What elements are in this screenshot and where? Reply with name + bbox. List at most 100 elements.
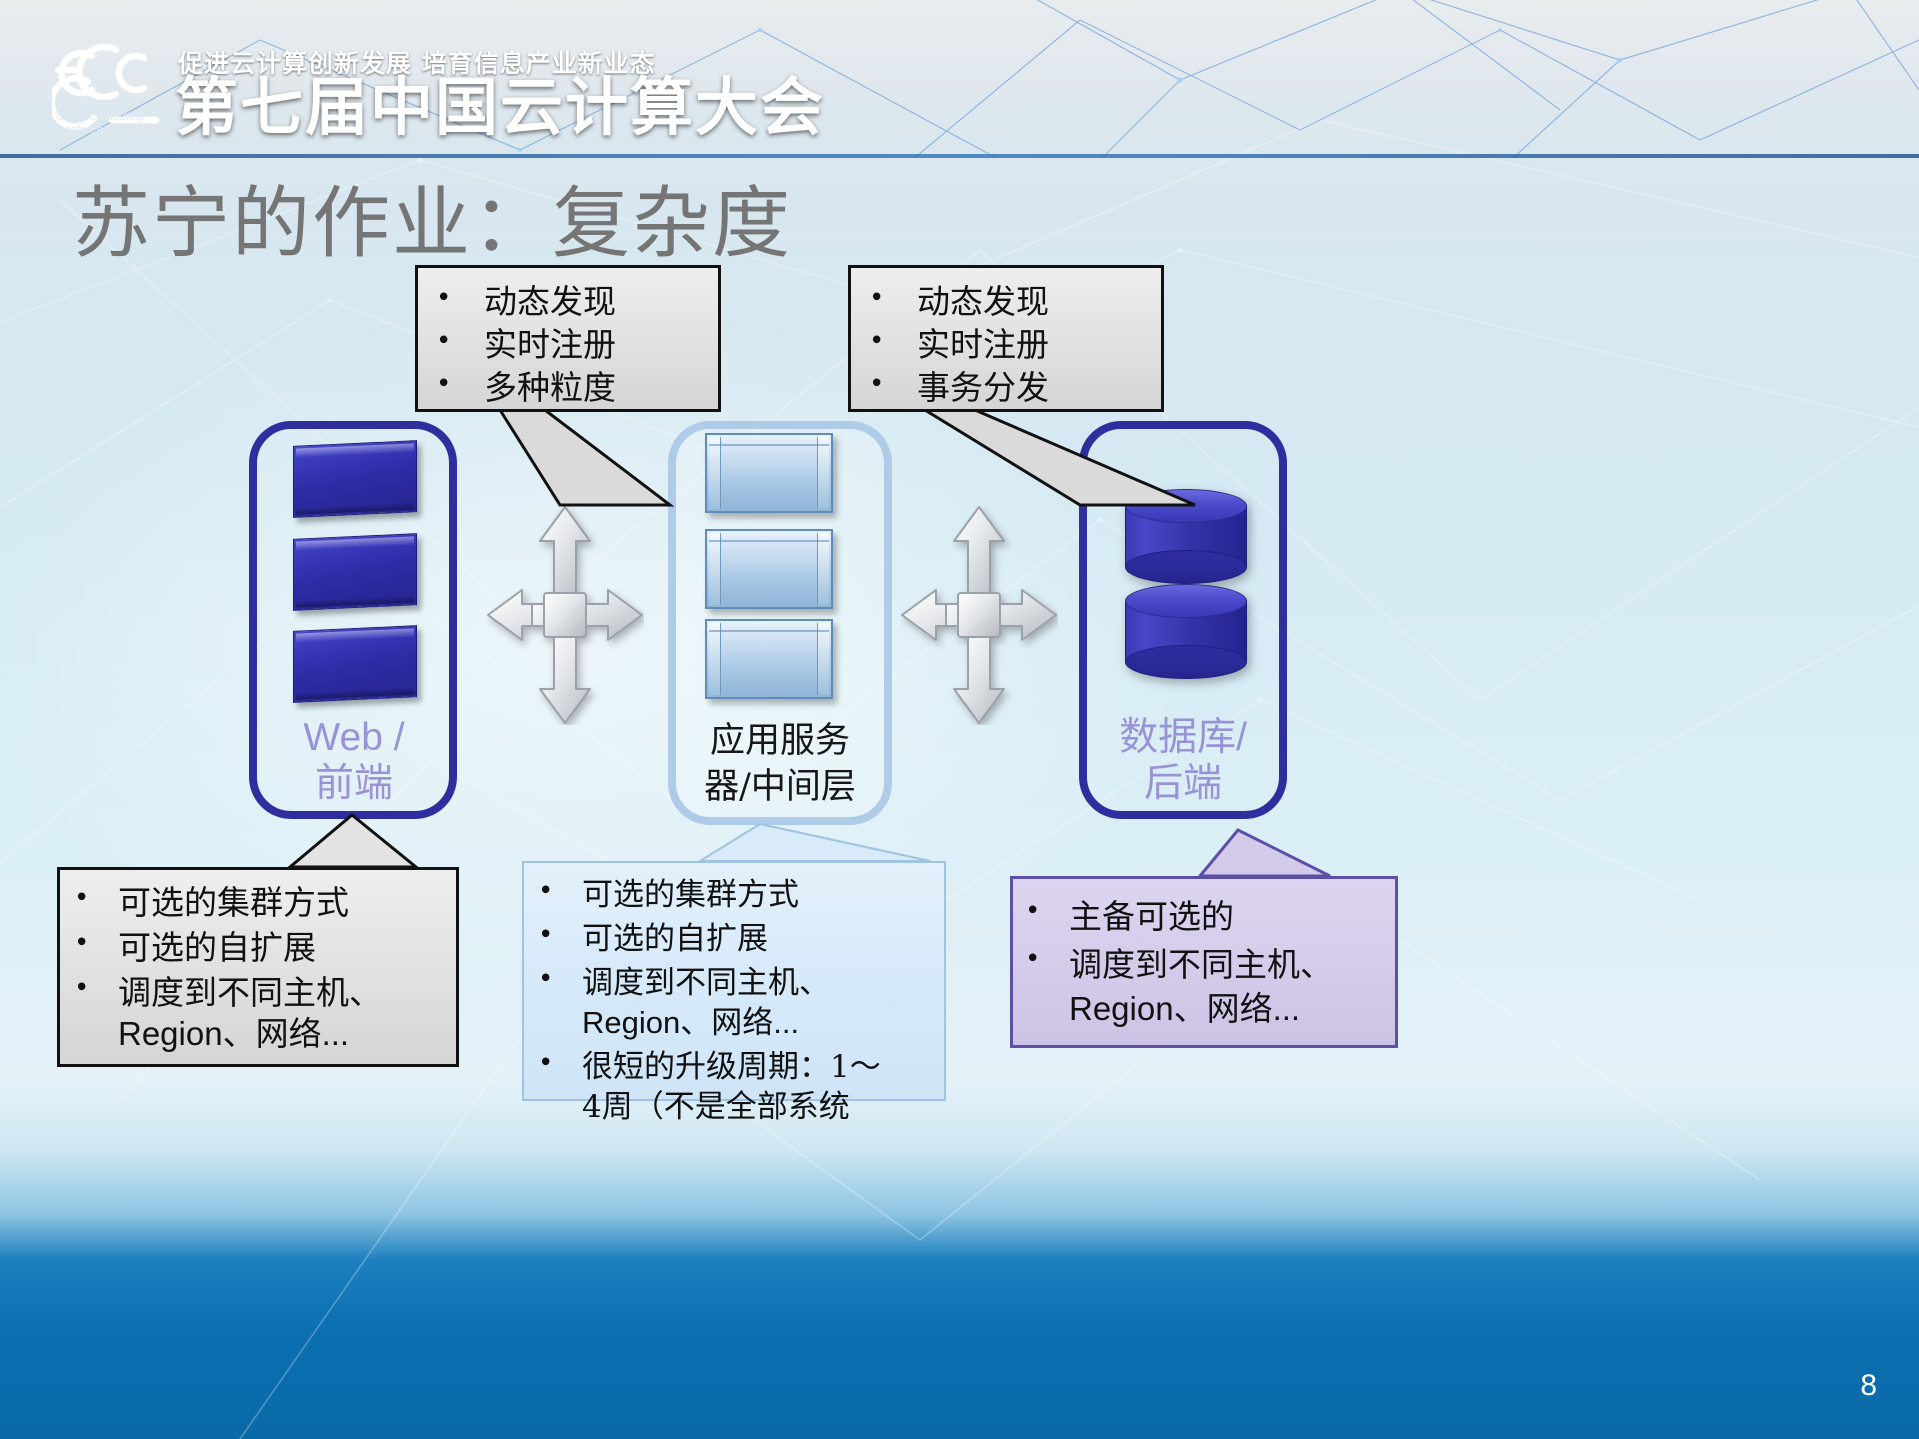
list-item: • 实时注册 — [436, 325, 718, 365]
bullet-icon: • — [436, 369, 452, 399]
list-item-label: 调度到不同主机、 Region、网络... — [118, 972, 456, 1054]
bullet-icon: • — [538, 876, 554, 906]
cylinder-bottom — [1125, 645, 1247, 679]
list-item-label: 动态发现 — [917, 282, 1049, 321]
bullet-icon: • — [74, 928, 90, 958]
callout-top-right: • 动态发现 • 实时注册 • 事务分发 — [848, 265, 1164, 412]
tier-web-label: Web / 前端 — [252, 715, 456, 807]
callout-bottom-left: • 可选的集群方式 • 可选的自扩展 • 调度到不同主机、 Region、网络.… — [57, 867, 459, 1067]
list-item-label: 可选的集群方式 — [118, 883, 349, 922]
list-item-label: 调度到不同主机、 Region、网络... — [1069, 943, 1395, 1031]
list-item: • 可选的集群方式 — [538, 875, 944, 915]
list-item-label: 调度到不同主机、 Region、网络... — [582, 963, 944, 1043]
block-right-rail — [817, 533, 829, 605]
tier-app-label-line1: 应用服务 — [709, 721, 850, 761]
callout-bottom-right-list: • 主备可选的 • 调度到不同主机、 Region、网络... — [1013, 879, 1395, 1031]
list-item-label: 实时注册 — [484, 325, 616, 364]
list-item: • 可选的自扩展 — [538, 919, 944, 959]
cylinder-bottom — [1125, 550, 1247, 584]
list-item: • 主备可选的 — [1025, 895, 1395, 939]
tier-web-label-line2: 前端 — [314, 762, 393, 805]
list-item: • 动态发现 — [436, 282, 718, 322]
list-item: • 调度到不同主机、 Region、网络... — [74, 972, 456, 1054]
list-item-label: 事务分发 — [917, 368, 1049, 407]
bullet-icon: • — [869, 283, 885, 313]
bullet-icon: • — [538, 1048, 554, 1078]
app-server-block — [705, 619, 833, 699]
ccc-logo-icon — [52, 43, 160, 130]
list-item: • 多种粒度 — [436, 368, 718, 408]
banner-divider — [0, 154, 1919, 158]
web-server-block — [293, 440, 417, 518]
list-item: • 动态发现 — [869, 282, 1161, 322]
app-server-block — [705, 433, 833, 513]
bullet-icon: • — [74, 973, 90, 1003]
list-item: • 事务分发 — [869, 368, 1161, 408]
callout-bottom-middle-list: • 可选的集群方式 • 可选的自扩展 • 调度到不同主机、 Region、网络.… — [524, 863, 944, 1127]
tier-database-label-line1: 数据库/ — [1119, 716, 1247, 759]
app-server-block — [705, 529, 833, 609]
block-top-rule — [709, 540, 829, 542]
block-top-rule — [709, 444, 829, 446]
four-way-arrow-icon — [901, 506, 1057, 724]
list-item-line2: Region、网络... — [1069, 990, 1301, 1027]
logo-subtitle-line1: The 7th China — [56, 98, 128, 110]
callout-bottom-right: • 主备可选的 • 调度到不同主机、 Region、网络... — [1010, 876, 1398, 1048]
block-right-rail — [817, 437, 829, 509]
tier-app-label-line2: 器/中间层 — [704, 767, 856, 807]
cylinder-top — [1125, 584, 1247, 618]
callout-tail-bottom-left — [285, 813, 421, 869]
block-left-rail — [709, 437, 721, 509]
list-item-label: 主备可选的 — [1069, 897, 1234, 936]
conference-banner: The 7th China Cloud Computing Conference… — [0, 0, 1919, 158]
list-item-label: 可选的自扩展 — [118, 928, 316, 967]
banner-title: 第七届中国云计算大会 — [175, 71, 825, 144]
bullet-icon: • — [1025, 896, 1041, 926]
bullet-icon: • — [436, 283, 452, 313]
logo-subtitle-line2: Cloud Computing — [56, 111, 144, 123]
callout-bottom-middle: • 可选的集群方式 • 可选的自扩展 • 调度到不同主机、 Region、网络.… — [522, 861, 946, 1125]
cylinder-top — [1125, 489, 1247, 523]
list-item-line1: 调度到不同主机、 — [1069, 945, 1333, 984]
list-item-label: 很短的升级周期：1～ 4周（不是全部系统 — [582, 1047, 944, 1127]
callout-tail-top-left — [497, 408, 675, 507]
block-left-rail — [709, 533, 721, 605]
callout-top-right-list: • 动态发现 • 实时注册 • 事务分发 — [851, 268, 1161, 408]
web-server-block — [293, 625, 417, 703]
banner-network-lines — [59, 0, 1919, 158]
bullet-icon: • — [538, 964, 554, 994]
logo-subtitle-line3: Conference — [56, 124, 115, 136]
database-cylinder-icon — [1125, 489, 1247, 584]
list-item-line1: 调度到不同主机、 — [582, 965, 830, 1001]
bullet-icon: • — [869, 326, 885, 356]
list-item-line2: Region、网络... — [582, 1005, 800, 1040]
list-item-label: 动态发现 — [484, 282, 616, 321]
bullet-icon: • — [538, 920, 554, 950]
web-server-block — [293, 533, 417, 611]
list-item-label: 可选的自扩展 — [582, 921, 768, 957]
list-item: • 可选的自扩展 — [74, 927, 456, 968]
database-cylinder-icon — [1125, 584, 1247, 679]
list-item-line1: 调度到不同主机、 — [118, 973, 382, 1012]
block-right-rail — [817, 623, 829, 695]
list-item-label: 可选的集群方式 — [582, 877, 799, 913]
list-item: • 调度到不同主机、 Region、网络... — [1025, 943, 1395, 1031]
tier-app-label: 应用服务 器/中间层 — [660, 718, 900, 810]
list-item-line1: 很短的升级周期：1～ — [582, 1049, 881, 1085]
callout-tail-bottom-right — [1196, 828, 1331, 878]
list-item: • 很短的升级周期：1～ 4周（不是全部系统 — [538, 1047, 944, 1127]
list-item-label: 多种粒度 — [484, 368, 616, 407]
list-item-line2: Region、网络... — [118, 1015, 350, 1052]
bullet-icon: • — [1025, 944, 1041, 974]
page-number: 8 — [1860, 1369, 1877, 1402]
list-item-line2: 4周（不是全部系统 — [582, 1089, 850, 1125]
logo-subtitle: The 7th China Cloud Computing Conference — [56, 98, 144, 137]
block-left-rail — [709, 623, 721, 695]
callout-top-left: • 动态发现 • 实时注册 • 多种粒度 — [415, 265, 721, 412]
list-item: • 实时注册 — [869, 325, 1161, 365]
bullet-icon: • — [869, 369, 885, 399]
tier-web-label-line1: Web / — [303, 716, 405, 759]
bullet-icon: • — [74, 883, 90, 913]
tier-database-label-line2: 后端 — [1143, 762, 1222, 805]
list-item: • 可选的集群方式 — [74, 882, 456, 923]
